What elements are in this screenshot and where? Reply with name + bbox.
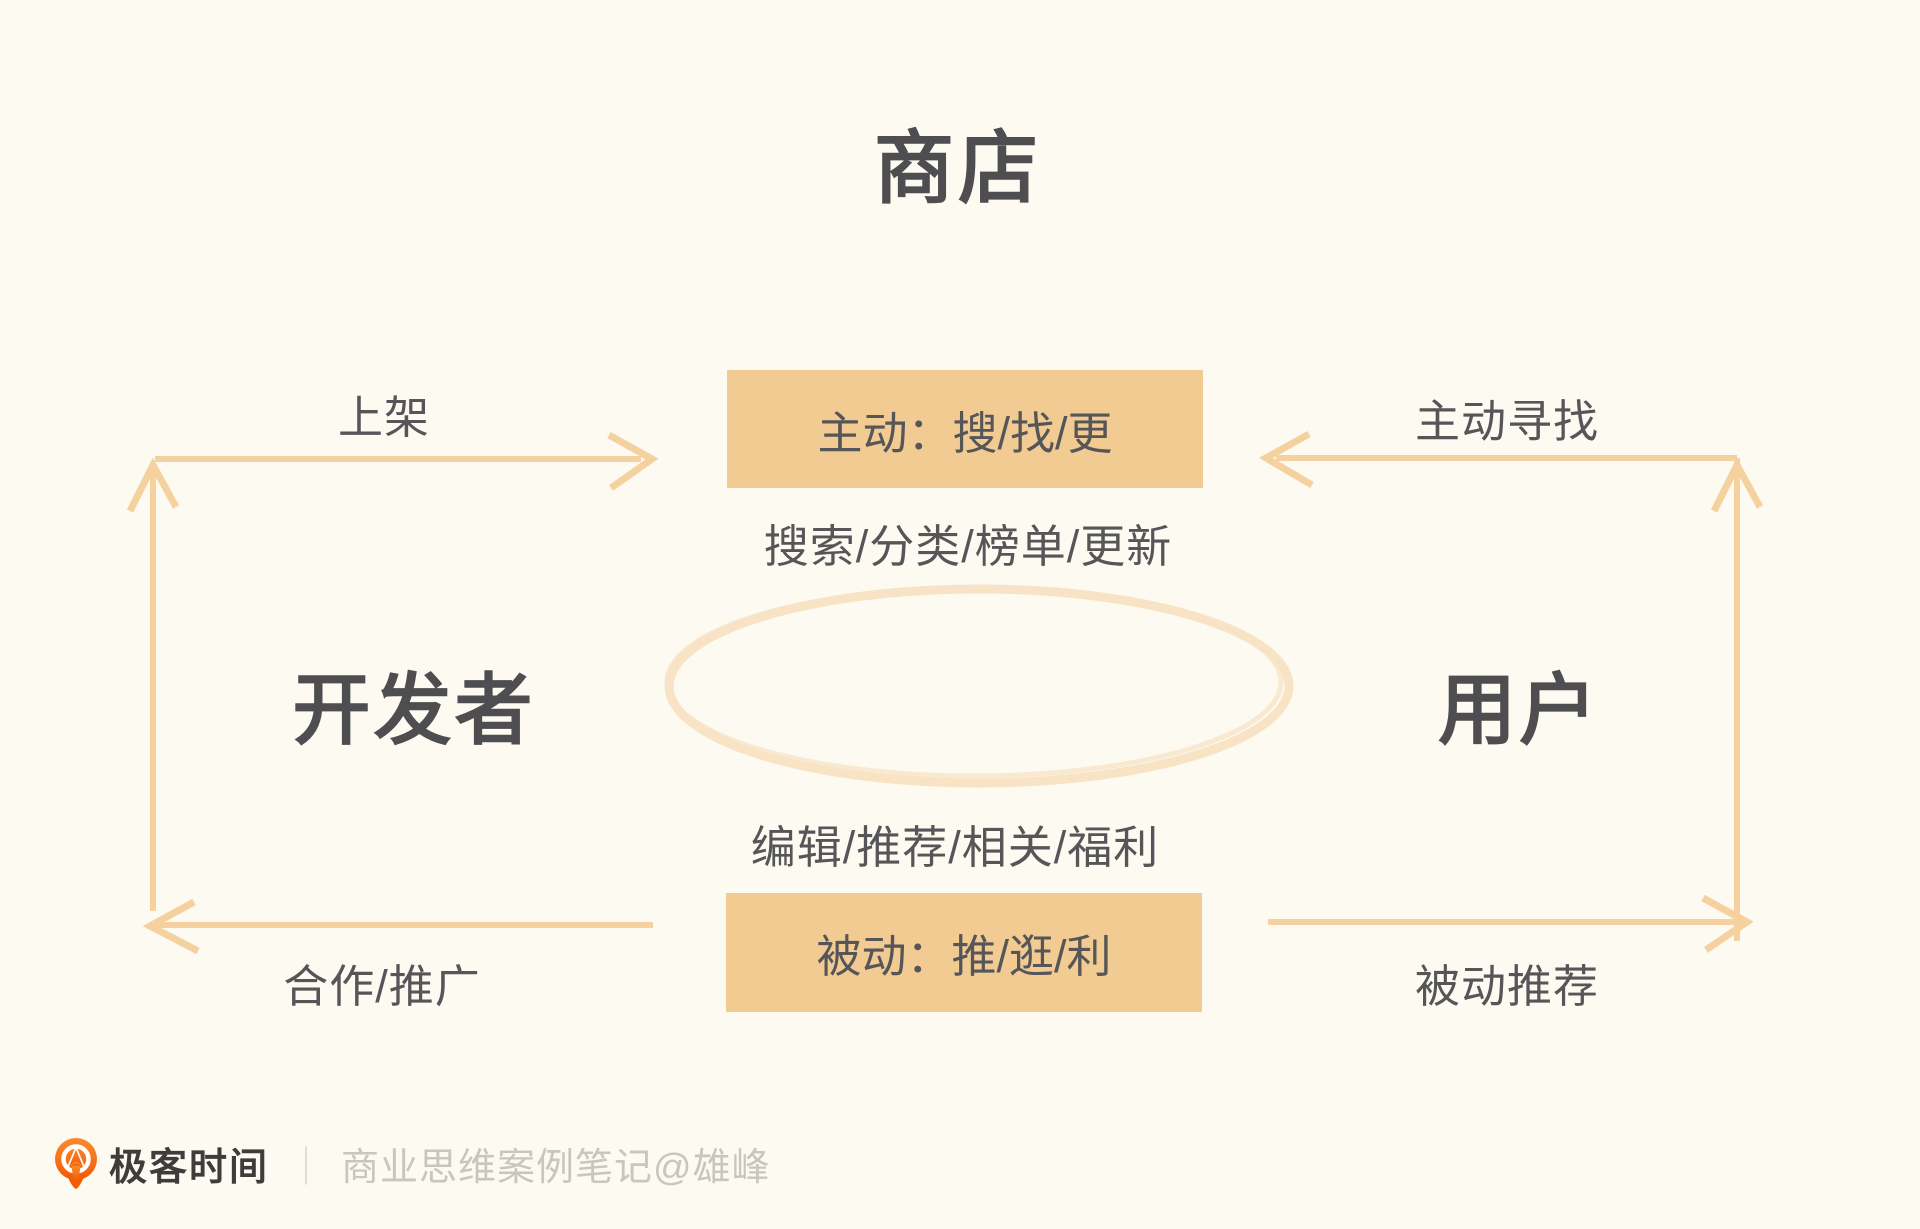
footer-divider: ｜ xyxy=(287,1147,326,1189)
bottom-right-right-arrowhead xyxy=(1701,894,1754,953)
left-loop-up-arrowhead xyxy=(126,457,180,513)
edge-label-active-search: 主动寻找 xyxy=(1414,396,1600,447)
entity-user: 用户 xyxy=(1437,666,1601,754)
top-left-right-arrowhead xyxy=(607,431,659,491)
passive-box: 被动：推/逛/利 xyxy=(726,893,1202,1012)
edge-label-passive-recommend: 被动推荐 xyxy=(1414,961,1600,1012)
bottom-left-left-arrowhead xyxy=(142,898,200,955)
passive-detail-text: 编辑/推荐/相关/福利 xyxy=(750,822,1160,873)
active-box-label: 主动：搜/找/更 xyxy=(817,407,1113,459)
brand-name: 极客时间 xyxy=(109,1147,270,1189)
footer-caption: 商业思维案例笔记@雄峰 xyxy=(341,1147,771,1189)
passive-box-label: 被动：推/逛/利 xyxy=(816,931,1112,982)
right-loop-up-arrowhead xyxy=(1710,457,1764,513)
entity-developer: 开发者 xyxy=(292,666,536,754)
active-box: 主动：搜/找/更 xyxy=(727,370,1203,488)
edge-label-cooperation: 合作/推广 xyxy=(283,961,481,1012)
active-detail-text: 搜索/分类/榜单/更新 xyxy=(763,521,1173,572)
cycle-ellipse xyxy=(664,584,1294,788)
geektime-logo-icon xyxy=(55,1138,97,1189)
edge-label-listing: 上架 xyxy=(337,392,431,443)
top-right-left-arrowhead xyxy=(1258,430,1314,489)
page-title: 商店 xyxy=(874,124,1042,213)
footer: 极客时间 ｜ 商业思维案例笔记@雄峰 xyxy=(53,1136,771,1191)
